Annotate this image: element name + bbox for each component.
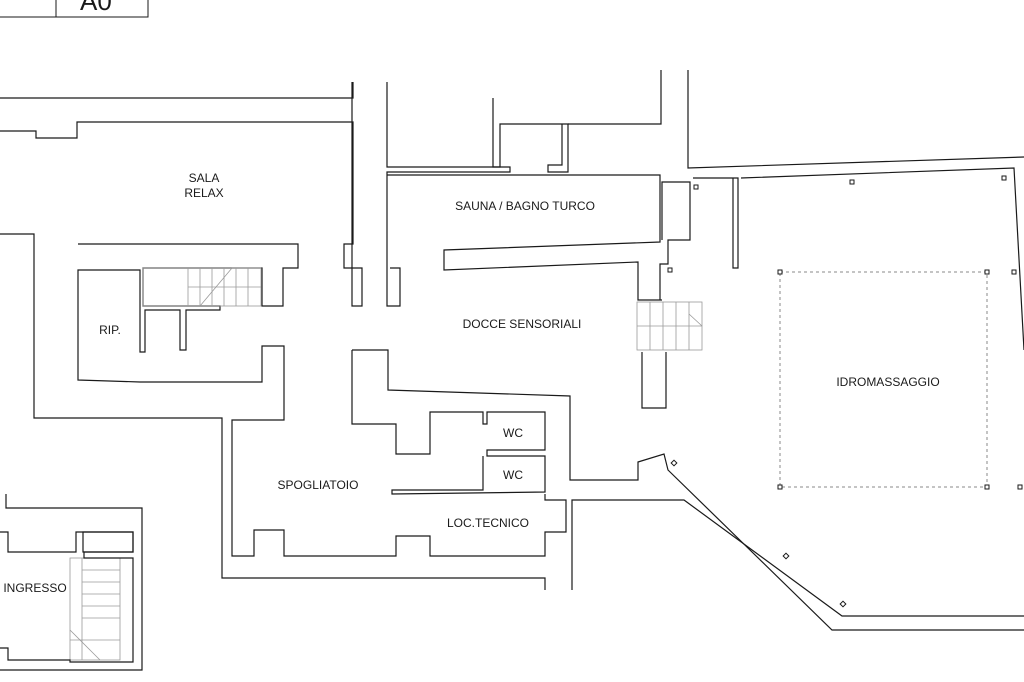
ingresso-walls xyxy=(0,494,143,671)
label-ingresso: INGRESSO xyxy=(3,581,66,595)
staircase-docce xyxy=(636,301,703,351)
label-sauna: SAUNA / BAGNO TURCO xyxy=(455,199,595,213)
room-labels: SALA RELAX SAUNA / BAGNO TURCO DOCCE SEN… xyxy=(3,171,939,595)
label-docce: DOCCE SENSORIALI xyxy=(463,317,582,331)
label-idromassaggio: IDROMASSAGGIO xyxy=(836,375,939,389)
label-loc-tecnico: LOC.TECNICO xyxy=(447,516,529,530)
sheet-code: A0 xyxy=(80,0,112,16)
label-wc-2: WC xyxy=(503,468,523,482)
pool-outline xyxy=(777,269,1023,490)
label-sala-relax-1: SALA xyxy=(189,171,220,185)
label-spogliatoio: SPOGLIATOIO xyxy=(278,478,359,492)
walls xyxy=(0,70,1024,631)
staircase-ingresso xyxy=(69,557,121,661)
column-markers xyxy=(667,175,1007,608)
label-rip: RIP. xyxy=(99,323,121,337)
staircase-upper xyxy=(142,267,262,307)
label-sala-relax-2: RELAX xyxy=(184,186,223,200)
title-block: A0 xyxy=(0,0,149,18)
label-wc-1: WC xyxy=(503,426,523,440)
